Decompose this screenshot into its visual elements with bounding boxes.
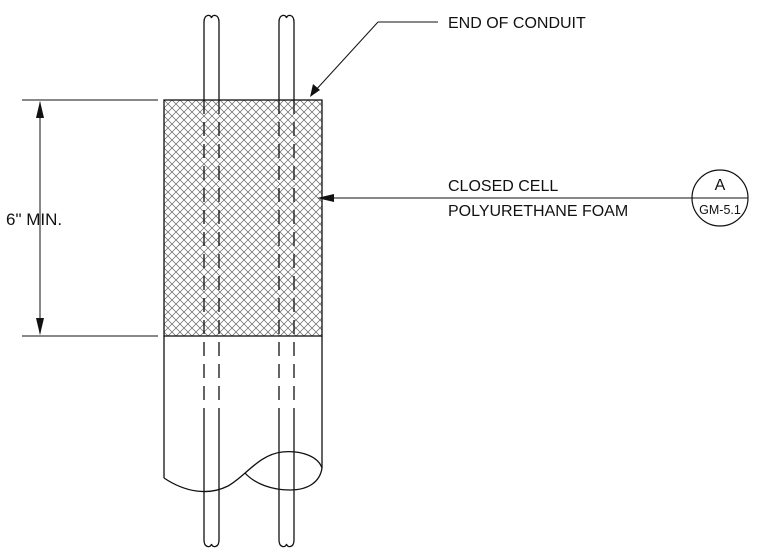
foam-plug: [163, 99, 323, 337]
closed-cell-label: CLOSED CELL: [448, 178, 558, 195]
dimension-6in-min: [22, 99, 158, 337]
dimension-label: 6" MIN.: [6, 210, 62, 229]
leader-foam: [317, 194, 692, 202]
polyurethane-foam-label: POLYURETHANE FOAM: [448, 203, 628, 220]
leader-end-of-conduit: [310, 21, 438, 97]
conduit-body: [163, 336, 323, 493]
left-rod: [203, 14, 220, 548]
callout-sheet: GM-5.1: [699, 203, 741, 217]
right-rod: [278, 14, 295, 548]
callout-letter: A: [715, 177, 726, 194]
detail-callout: A GM-5.1: [691, 169, 749, 227]
end-of-conduit-label: END OF CONDUIT: [448, 15, 586, 32]
